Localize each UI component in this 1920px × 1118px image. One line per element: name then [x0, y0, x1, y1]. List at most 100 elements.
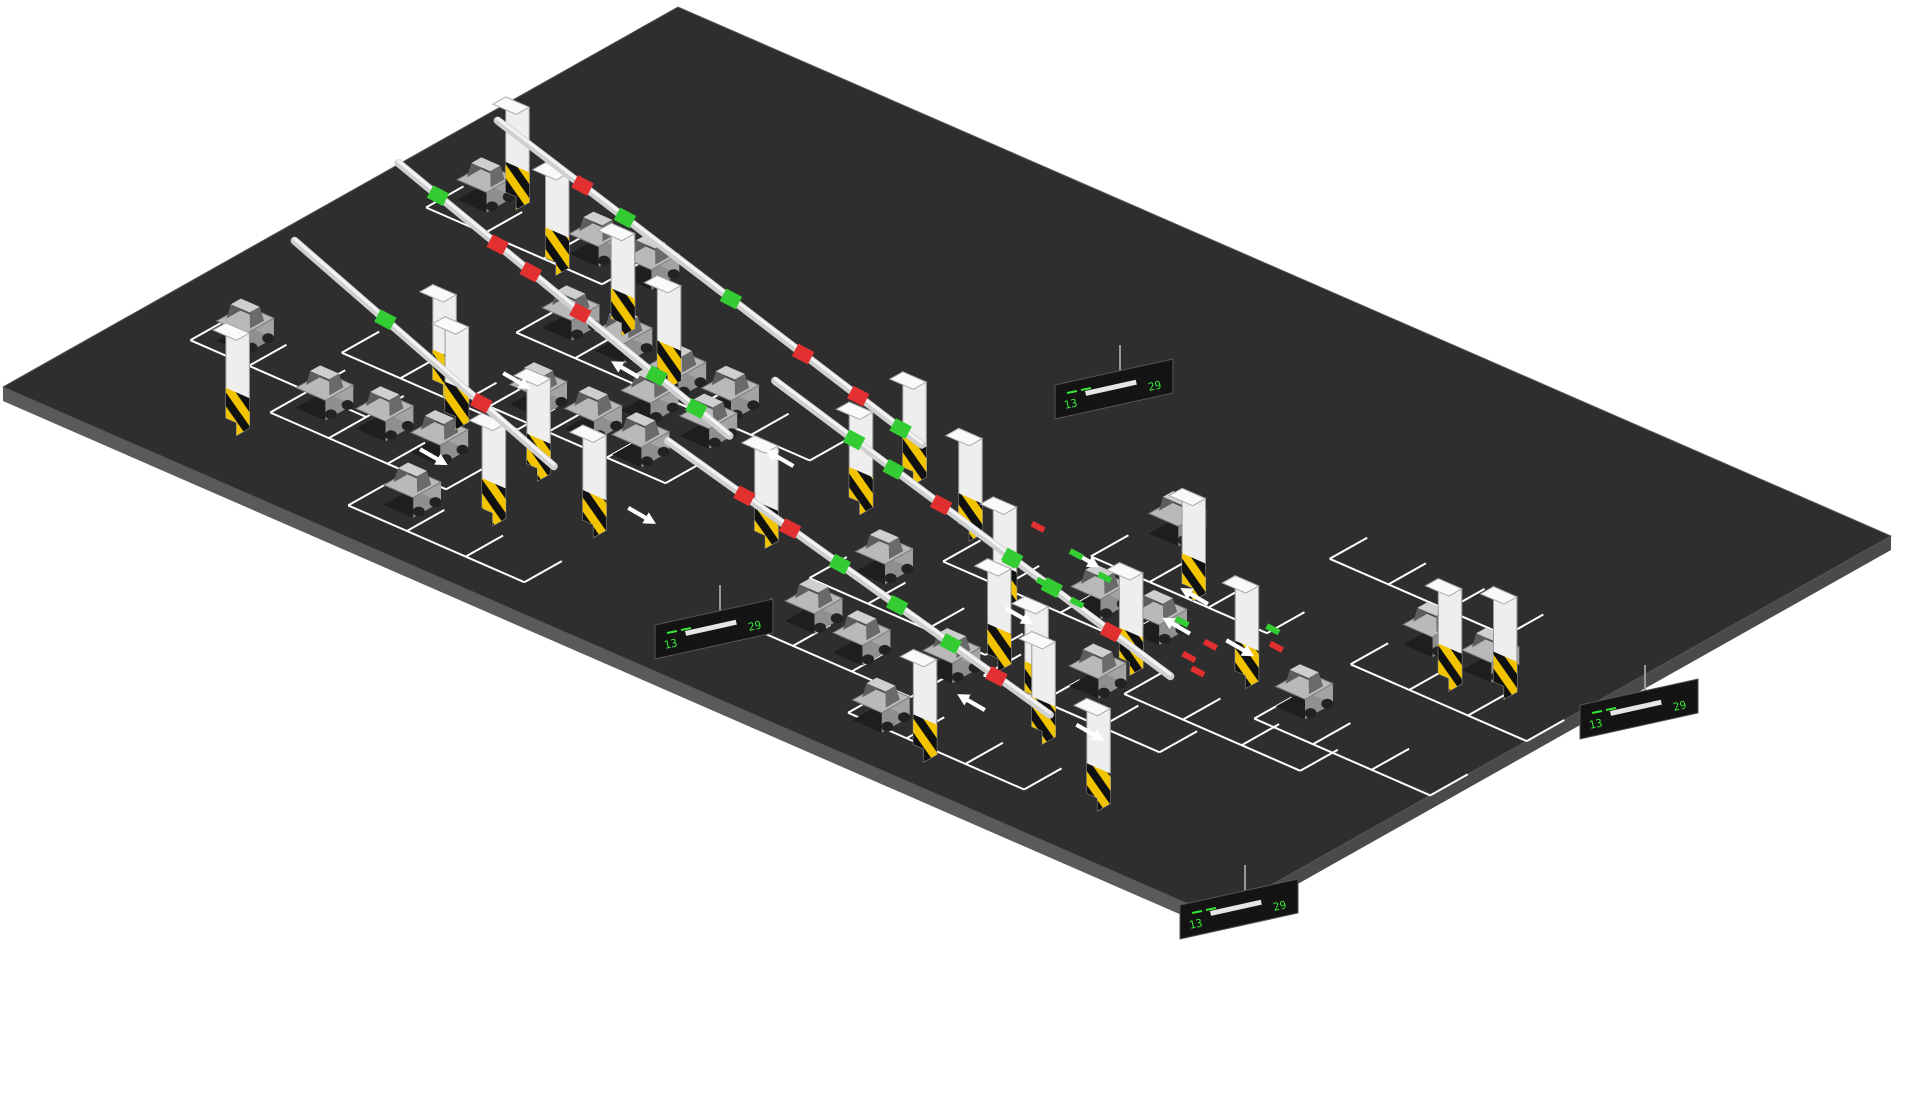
stall-divider-line — [809, 438, 848, 462]
car-wheel — [429, 497, 442, 508]
stall-back-line — [425, 206, 603, 286]
car-roof — [1085, 564, 1115, 579]
pillar-top — [211, 322, 251, 341]
barrier-pillar — [468, 412, 507, 527]
car-roof — [847, 610, 877, 625]
car-roof — [937, 628, 966, 642]
car-window-right — [712, 401, 728, 424]
arrow-shape — [957, 694, 986, 712]
occupied-sensor-light — [1202, 638, 1219, 651]
red-indicator — [1099, 621, 1123, 643]
direction-arrow — [502, 371, 531, 390]
car-window-right — [490, 165, 505, 188]
red-indicator — [733, 485, 756, 507]
car-window-right — [597, 394, 612, 417]
pillar-hazard-right — [225, 387, 250, 429]
arrow-shape — [1180, 588, 1210, 606]
parked-car — [294, 365, 355, 421]
vacant-sensor-light — [1265, 623, 1281, 636]
sign-arrow-marks — [1191, 907, 1217, 914]
parked-car — [382, 462, 443, 518]
barrier-pillar — [211, 322, 251, 437]
stall-back-line — [488, 405, 666, 485]
stall-divider-line — [1387, 562, 1427, 586]
stall-row — [1253, 696, 1469, 797]
red-indicator — [791, 343, 815, 365]
car-window-right — [818, 586, 833, 609]
car-roof — [866, 677, 896, 692]
pillar-hazard-right — [657, 340, 681, 381]
arrow-shape — [502, 371, 531, 390]
parked-car — [851, 677, 911, 733]
pillar-top — [979, 496, 1018, 515]
stall-divider-line — [1090, 534, 1129, 558]
vacant-sensor-light — [1174, 615, 1190, 628]
pillar-top — [431, 316, 470, 335]
vacant-sensor-light — [1069, 596, 1085, 609]
barrier-pillar — [643, 274, 682, 389]
parked-car — [783, 578, 844, 634]
pillar-hazard-right — [849, 467, 873, 508]
barrier-pillar — [597, 222, 636, 337]
car-wheel — [640, 343, 653, 354]
car-window-right — [1308, 672, 1323, 695]
pillar-top — [888, 371, 928, 390]
car-wheel — [747, 400, 760, 411]
car-wheel — [571, 329, 584, 340]
sign-right-count: 29 — [747, 618, 763, 634]
barrier-pillar — [1424, 577, 1463, 692]
barrier-arm-highlight — [396, 159, 731, 436]
direction-arrow — [611, 361, 640, 380]
direction-arrow — [1180, 588, 1210, 606]
red-indicator — [846, 385, 870, 407]
car-wheel — [341, 399, 354, 410]
pillar-top — [1072, 697, 1112, 717]
car-window-right — [249, 306, 264, 329]
red-indicator — [571, 175, 594, 196]
green-indicator — [882, 458, 905, 480]
sign-left-count: 13 — [1588, 716, 1604, 732]
car-window-right — [885, 685, 900, 708]
sign-message-bar — [1085, 379, 1137, 396]
stall-divider-line — [1123, 672, 1163, 695]
car-roof — [694, 393, 723, 408]
pillar-top — [568, 424, 608, 443]
barrier-pillar — [899, 648, 938, 763]
barrier-pillar — [568, 424, 608, 539]
car-roof — [1289, 664, 1319, 678]
car-wheel — [708, 437, 721, 448]
pillar-top — [512, 367, 552, 387]
stall-row — [1350, 642, 1565, 743]
pillar-top — [1017, 630, 1057, 650]
pillar-top — [944, 427, 984, 447]
barrier-pillar — [1168, 487, 1207, 602]
stall-back-line — [1350, 663, 1528, 743]
pillar-hazard-right — [545, 227, 569, 268]
car-wheel — [324, 409, 337, 420]
stall-divider-line — [523, 560, 563, 584]
sign-arrow-marks — [666, 627, 692, 634]
barrier-arm-bar — [394, 158, 734, 440]
lot-floor — [1, 6, 1893, 930]
car-wheel — [486, 201, 499, 212]
car-window-right — [681, 350, 697, 373]
parked-car — [354, 386, 415, 442]
car-wheel — [862, 654, 875, 665]
stall-divider-line — [1371, 747, 1410, 771]
red-indicator — [929, 494, 953, 516]
car-wheel — [610, 420, 623, 431]
car-roof — [1083, 643, 1112, 658]
pillar-hazard-right — [1493, 651, 1517, 692]
car-roof — [425, 410, 454, 424]
green-indicator — [685, 398, 708, 419]
sign-arrow-marks — [1066, 387, 1092, 394]
car-roof — [626, 412, 656, 427]
parked-car — [610, 412, 671, 468]
vacant-sensor-light — [1001, 556, 1018, 569]
stall-divider-line — [1350, 642, 1389, 666]
car-window-right — [866, 618, 881, 641]
car-wheel — [878, 644, 891, 655]
car-window-right — [416, 470, 432, 493]
